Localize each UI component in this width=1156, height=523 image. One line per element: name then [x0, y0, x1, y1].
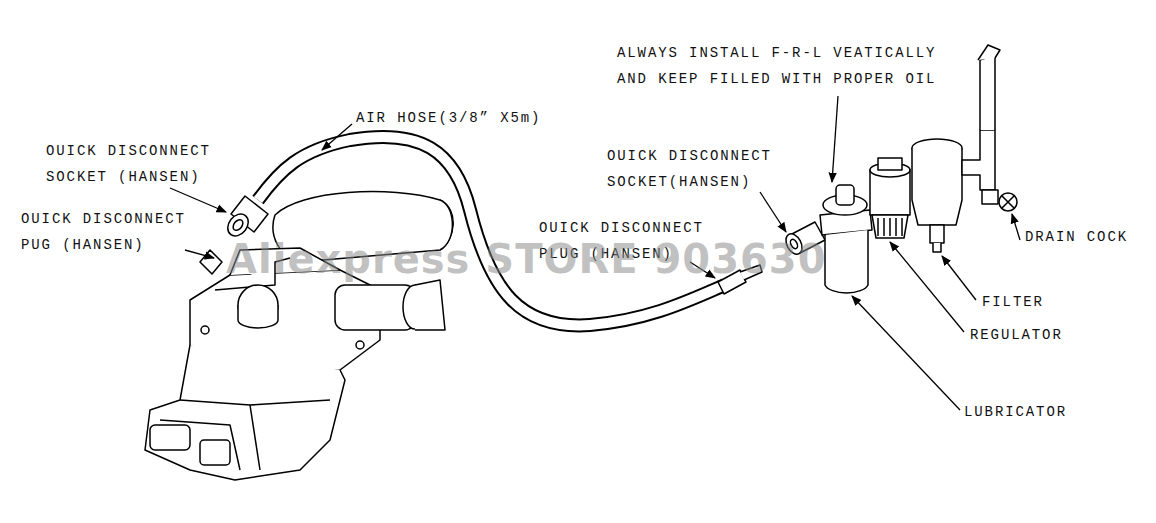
part-name: OUICK DISCONNECT SOCKET (HANSEN) — [46, 138, 224, 190]
part-name: LUBRICATOR — [964, 399, 1104, 425]
drain-cock — [982, 190, 1017, 211]
filter — [912, 139, 962, 252]
supply-pipe — [962, 45, 1000, 190]
install-note: ALWAYS INSTALL F-R-L VEATICALLY AND KEEP… — [617, 40, 957, 92]
regulator — [870, 158, 910, 238]
part-name: REGULATOR — [970, 322, 1095, 348]
leader-lines — [170, 96, 1020, 410]
watermark: Aliexpress STORE 903630 — [226, 236, 826, 282]
quick-disconnect-socket — [224, 196, 268, 240]
part-name: AIR HOSE(3/8” X5m) — [356, 105, 586, 131]
strapping-tool — [145, 192, 453, 480]
lubricator — [820, 185, 872, 293]
part-name: FILTER — [982, 289, 1072, 315]
part-name: OUICK DISCONNECT PUG (HANSEN) — [21, 206, 199, 258]
part-name: DRAIN COCK — [1025, 224, 1150, 250]
part-name: OUICK DISCONNECT SOCKET(HANSEN) — [607, 143, 785, 195]
